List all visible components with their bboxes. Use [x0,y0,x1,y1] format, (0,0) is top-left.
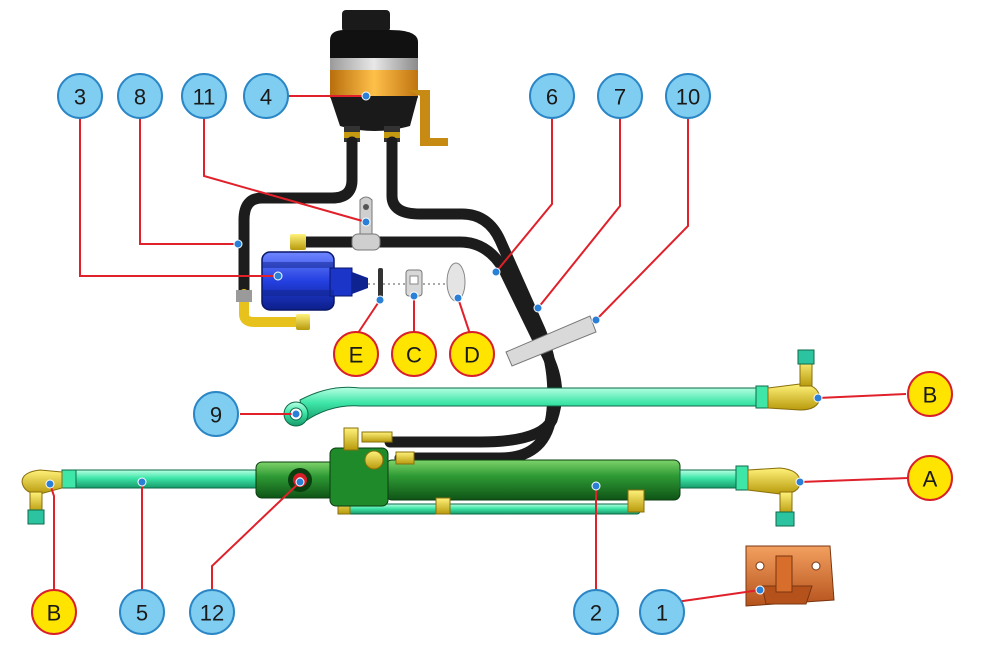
svg-text:10: 10 [676,85,700,110]
leader-line-b2 [49,483,55,592]
callout-a: A [907,455,953,501]
callout-11: 11 [181,73,227,119]
part-c-key [405,269,423,297]
svg-text:3: 3 [74,85,86,110]
parts-drawing [21,10,835,607]
hose-bracket-10 [505,315,597,367]
leader-line-6 [495,118,553,273]
callout-c: C [391,331,437,377]
callout-7: 7 [597,73,643,119]
svg-text:8: 8 [134,85,146,110]
svg-text:A: A [923,467,938,492]
anchor-dots [45,91,823,595]
callout-5: 5 [119,589,165,635]
svg-text:1: 1 [656,601,668,626]
svg-text:B: B [47,601,62,626]
svg-text:9: 9 [210,403,222,428]
svg-text:5: 5 [136,601,148,626]
pump-outlet-pipe [239,289,305,327]
callout-b-right: B [907,371,953,417]
hose-11 [238,136,358,298]
part-e-washer [378,268,383,300]
svg-text:2: 2 [590,601,602,626]
callout-8: 8 [117,73,163,119]
hose-6 [386,136,559,464]
svg-text:12: 12 [200,601,224,626]
leader-line-a [799,477,909,483]
mounting-bracket [745,545,835,607]
svg-text:B: B [923,383,938,408]
svg-text:C: C [406,343,422,368]
callout-9: 9 [193,391,239,437]
hose-7 [294,236,563,448]
callout-b-left: B [31,589,77,635]
svg-text:11: 11 [193,85,216,110]
svg-text:6: 6 [546,85,558,110]
svg-text:D: D [464,343,480,368]
callout-10: 10 [665,73,711,119]
leader-line-12 [211,481,301,592]
leader-line-11 [203,118,367,223]
leader-line-b1 [817,393,907,399]
leader-line-8 [139,118,238,245]
callout-4: 4 [243,73,289,119]
callout-1: 1 [639,589,685,635]
callout-12: 12 [189,589,235,635]
callout-2: 2 [573,589,619,635]
callout-3: 3 [57,73,103,119]
hose-clamp-upper [351,196,381,251]
leader-line-d [457,297,471,335]
svg-text:7: 7 [614,85,626,110]
svg-text:E: E [349,343,364,368]
reservoir [330,10,448,146]
drag-link [283,349,821,427]
leader-line-10 [595,118,689,321]
callout-e: E [333,331,379,377]
svg-text:4: 4 [260,85,272,110]
leader-line-e [355,299,381,337]
tie-rod [21,469,259,525]
leader-line-3 [79,118,278,277]
power-steering-pump [261,251,368,311]
callout-6: 6 [529,73,575,119]
steering-cylinder [255,427,801,527]
callout-d: D [449,331,495,377]
leader-line-7 [537,118,621,309]
